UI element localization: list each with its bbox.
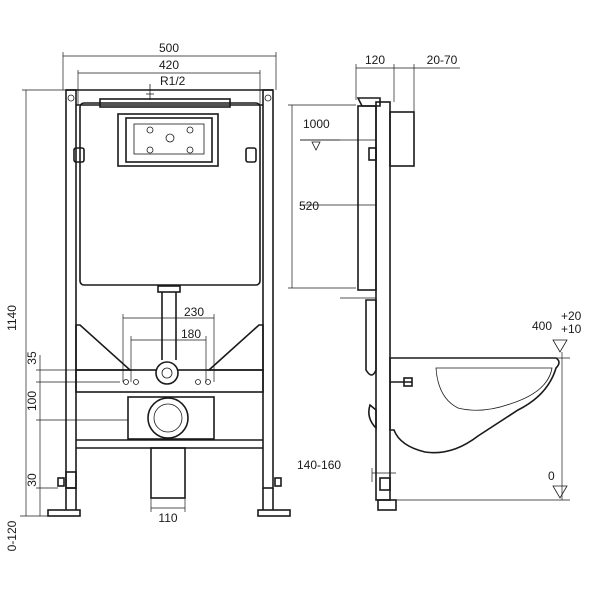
side-top-bracket	[356, 97, 381, 107]
label-outlet-110: 110	[158, 511, 177, 525]
side-waste-bend	[368, 403, 377, 430]
waste-outlet-inner	[153, 403, 183, 433]
label-button-1000: 1000	[303, 117, 330, 131]
label-height-adjust: 0-120	[5, 520, 19, 551]
bolt-hole	[195, 379, 201, 385]
plate-hole	[165, 133, 175, 143]
side-clip	[368, 147, 377, 161]
side-frame-post	[375, 101, 391, 501]
level-marker	[552, 485, 568, 499]
label-cistern-520: 520	[299, 199, 319, 213]
bolt-hole	[123, 379, 129, 385]
button-plate-frame	[117, 113, 219, 167]
flush-pipe-collar	[157, 285, 181, 293]
side-foot-bolt	[379, 477, 391, 491]
button-plate-inner	[133, 123, 205, 155]
plate-hole	[186, 126, 194, 134]
left-foot-post	[65, 471, 77, 489]
right-foot	[257, 509, 291, 517]
bolt-hole	[205, 379, 211, 385]
brace-left	[75, 324, 133, 371]
cistern	[79, 102, 261, 286]
flush-outlet-inner	[161, 367, 173, 379]
label-thread: R1/2	[160, 74, 186, 88]
plate-hole	[146, 126, 154, 134]
label-dim-30: 30	[25, 473, 39, 487]
label-depth-adjust: 20-70	[427, 53, 458, 67]
brace-right	[206, 324, 264, 371]
button-plate	[125, 117, 213, 163]
front-view	[47, 84, 291, 517]
cistern-top-bar	[99, 98, 231, 108]
waste-bracket	[127, 396, 215, 440]
flush-outlet	[155, 361, 179, 385]
side-foot	[377, 499, 397, 511]
toilet-bowl-inner	[435, 367, 553, 411]
waste-pipe	[150, 447, 186, 499]
side-button-housing	[389, 111, 415, 167]
level-marker	[552, 339, 568, 353]
level-marker	[311, 141, 321, 151]
toilet-bowl	[389, 357, 560, 454]
label-height-1140: 1140	[5, 305, 19, 331]
label-depth-120: 120	[365, 53, 385, 67]
label-dim-100: 100	[25, 391, 39, 411]
right-post	[262, 89, 274, 489]
clip-right	[245, 147, 257, 163]
label-pipe-offset: 140-160	[297, 458, 341, 472]
mount-hole-right	[264, 94, 272, 102]
labels: 500 420 R1/2 1140 35 100 30 0-120 230 18…	[5, 41, 582, 551]
label-floor-0: 0	[548, 469, 555, 483]
label-rim-plus20: +20	[561, 309, 582, 323]
side-dimensions	[288, 64, 570, 501]
left-foot	[47, 509, 81, 517]
bolt-hole	[133, 379, 139, 385]
label-width-500: 500	[159, 41, 179, 55]
foot-bolt	[274, 477, 282, 487]
clip-left	[73, 147, 85, 163]
side-flush-pipe	[365, 299, 377, 376]
side-view	[356, 97, 560, 511]
label-spacing-230: 230	[184, 305, 204, 319]
side-cistern	[357, 105, 377, 291]
label-dim-35: 35	[25, 351, 39, 365]
plate-hole	[146, 146, 154, 154]
label-width-420: 420	[159, 58, 179, 72]
label-spacing-180: 180	[181, 327, 201, 341]
foot-bolt	[57, 477, 65, 487]
front-dimensions	[20, 52, 277, 517]
label-rim-plus10: +10	[561, 322, 582, 336]
label-rim-400: 400	[532, 319, 552, 333]
plate-hole	[186, 146, 194, 154]
mount-hole-left	[67, 94, 75, 102]
side-stud-end	[403, 377, 413, 387]
